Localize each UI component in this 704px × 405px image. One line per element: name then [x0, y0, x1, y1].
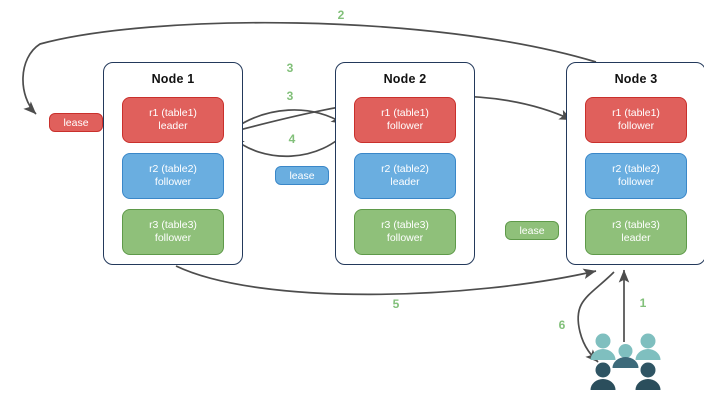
replica-n1-r2-line1: r2 (table2)	[149, 163, 197, 175]
replica-n1-r1-line2: leader	[158, 120, 188, 132]
step-label-3a: 3	[286, 61, 294, 75]
replica-n2-r3[interactable]: r3 (table3) follower	[354, 209, 456, 255]
replica-n2-r3-line2: follower	[386, 232, 424, 244]
node-container-1[interactable]: Node 1 r1 (table1) leader r2 (table2) fo…	[103, 62, 243, 265]
step-label-3b: 3	[286, 89, 294, 103]
edge-3-replicate-node2	[227, 109, 345, 134]
replica-n1-r3-line2: follower	[154, 232, 192, 244]
people-group-icon	[590, 333, 661, 390]
replica-n1-r2[interactable]: r2 (table2) follower	[122, 153, 224, 199]
step-label-4: 4	[288, 132, 296, 146]
replica-n1-r3-line1: r3 (table3)	[149, 219, 197, 231]
replica-n1-r2-line2: follower	[154, 176, 192, 188]
lease-badge-blue-label: lease	[289, 169, 315, 182]
replica-n1-r3[interactable]: r3 (table3) follower	[122, 209, 224, 255]
step-label-6: 6	[558, 318, 566, 332]
step-label-5: 5	[392, 297, 400, 311]
replica-n2-r2-line1: r2 (table2)	[381, 163, 429, 175]
replica-n3-r2-line2: follower	[617, 176, 655, 188]
lease-badge-blue[interactable]: lease	[275, 166, 329, 185]
node-container-3[interactable]: Node 3 r1 (table1) follower r2 (table2) …	[566, 62, 704, 265]
replica-n3-r2[interactable]: r2 (table2) follower	[585, 153, 687, 199]
step-label-2: 2	[337, 8, 345, 22]
replica-n3-r3-line2: leader	[621, 232, 651, 244]
node-1-title: Node 1	[151, 72, 195, 86]
replica-n3-r1-line2: follower	[617, 120, 655, 132]
node-3-title: Node 3	[614, 72, 658, 86]
replica-n3-r1-line1: r1 (table1)	[612, 107, 660, 119]
replica-n1-r1[interactable]: r1 (table1) leader	[122, 97, 224, 143]
replica-n2-r1[interactable]: r1 (table1) follower	[354, 97, 456, 143]
replica-n3-r2-line1: r2 (table2)	[612, 163, 660, 175]
edge-5-response	[175, 265, 597, 296]
node-2-title: Node 2	[383, 72, 427, 86]
step-label-1: 1	[639, 296, 647, 310]
replica-n2-r3-line1: r3 (table3)	[381, 219, 429, 231]
replica-n2-r2-line2: leader	[390, 176, 420, 188]
replica-n3-r3-line1: r3 (table3)	[612, 219, 660, 231]
replica-n2-r2[interactable]: r2 (table2) leader	[354, 153, 456, 199]
lease-badge-red-label: lease	[63, 116, 89, 129]
replica-n3-r3[interactable]: r3 (table3) leader	[585, 209, 687, 255]
replica-n3-r1[interactable]: r1 (table1) follower	[585, 97, 687, 143]
replica-n2-r1-line1: r1 (table1)	[381, 107, 429, 119]
lease-badge-green[interactable]: lease	[505, 221, 559, 240]
node-container-2[interactable]: Node 2 r1 (table1) follower r2 (table2) …	[335, 62, 475, 265]
replica-n1-r1-line1: r1 (table1)	[149, 107, 197, 119]
lease-badge-green-label: lease	[519, 224, 545, 237]
replica-n2-r1-line2: follower	[386, 120, 424, 132]
lease-badge-red[interactable]: lease	[49, 113, 103, 132]
